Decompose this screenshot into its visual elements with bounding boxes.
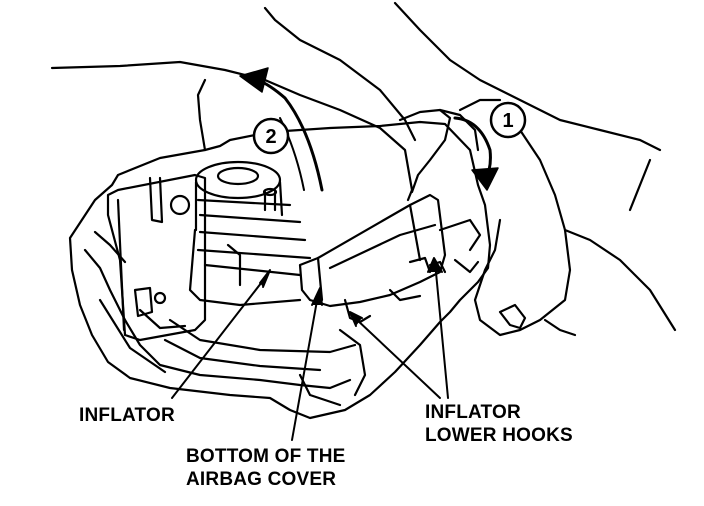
step-2-marker: 2: [252, 117, 290, 155]
steering-pad-housing: [68, 120, 492, 420]
step-2-number: 2: [265, 126, 276, 148]
inflator-leader-head: [259, 269, 271, 288]
step-1-number: 1: [502, 110, 513, 132]
lower-hooks-leader-b: [434, 261, 449, 399]
lower-hooks-label-line2: LOWER HOOKS: [425, 425, 573, 446]
lower-hooks-leader-b-head: [427, 257, 443, 273]
inflator-leader: [171, 277, 266, 399]
lower-hooks-label-line1: INFLATOR: [425, 402, 521, 423]
bottom-cover-leader: [291, 294, 319, 441]
bottom-cover-label-line2: AIRBAG COVER: [186, 469, 337, 490]
leader-lines: [171, 257, 449, 441]
inflator-label: INFLATOR: [79, 405, 175, 426]
lower-trim: [163, 218, 482, 407]
left-bracket: [106, 173, 207, 342]
left-hand: [50, 1, 662, 202]
step-1-marker: 1: [489, 101, 527, 139]
bottom-cover-label-line1: BOTTOM OF THE: [186, 446, 346, 467]
bottom-cover-leader-head: [311, 287, 323, 306]
lower-hooks-leader-a-head: [349, 311, 363, 327]
right-hand: [398, 108, 677, 337]
rotation-arrow-1[interactable]: [453, 116, 499, 191]
lower-hooks-leader-a: [354, 317, 441, 399]
inflator-body: [188, 160, 312, 307]
